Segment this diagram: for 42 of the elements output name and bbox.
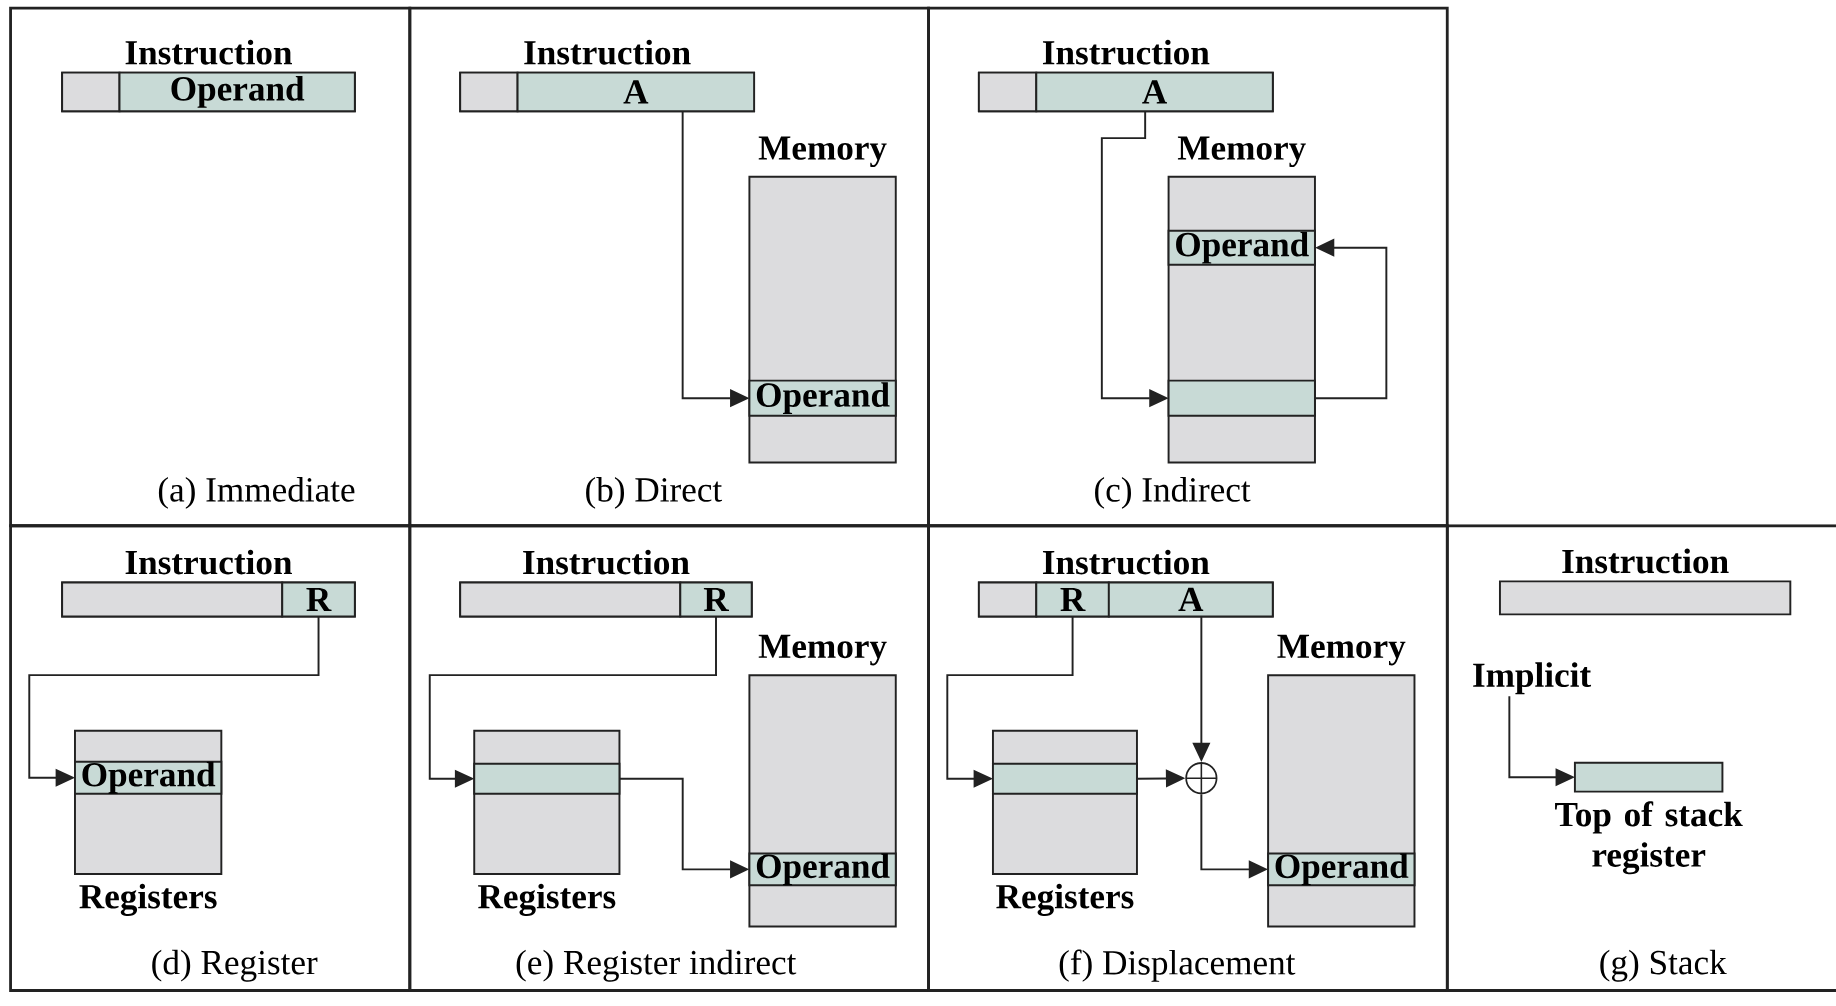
node-label: Instruction <box>523 549 690 575</box>
node-label: Memory <box>1177 136 1306 168</box>
node-label: Instruction <box>524 39 691 65</box>
instruction-field <box>61 581 284 618</box>
arrow <box>428 615 717 788</box>
instruction-field: Operand <box>118 71 356 113</box>
memory-cell: Operand <box>748 379 897 417</box>
instruction-field: R <box>1035 581 1110 618</box>
node-label: Memory <box>1277 634 1406 666</box>
node-label: Instruction <box>125 39 292 65</box>
memory-cell <box>1167 379 1316 417</box>
instruction-field: A <box>516 71 756 113</box>
adder-symbol <box>1185 762 1218 795</box>
node-label: Instruction <box>1042 39 1210 65</box>
arrow <box>28 615 320 787</box>
stack-register: Top of stack register <box>1555 761 1743 875</box>
instruction-bar: Instruction <box>1499 548 1792 616</box>
memory-cell: Operand <box>74 760 223 795</box>
instruction-field: R <box>679 581 753 618</box>
node-label: Instruction <box>1562 548 1729 574</box>
memory-cell <box>473 762 621 795</box>
instruction-field <box>459 71 519 113</box>
node-label: Memory <box>758 136 887 168</box>
instruction-field: A <box>1035 71 1274 113</box>
node-label: Memory <box>758 634 887 666</box>
implicit-label: Implicit <box>1473 662 1591 695</box>
node-label: Instruction <box>125 549 292 575</box>
node-label: Instruction <box>1042 549 1210 575</box>
arrow <box>946 615 1074 788</box>
node-label: Registers <box>79 883 217 916</box>
node-label: Registers <box>478 883 616 916</box>
memory-cell: Operand <box>1167 229 1316 266</box>
memory-cell: Operand <box>1267 852 1416 887</box>
instruction-field <box>459 581 682 618</box>
memory-cell <box>991 762 1138 795</box>
node-label: Registers <box>996 883 1134 916</box>
instruction-field <box>61 71 121 113</box>
instruction-field <box>977 71 1038 113</box>
node-label: Top of stack register <box>1555 801 1743 875</box>
instruction-field: R <box>281 581 356 618</box>
memory-cell: Operand <box>748 852 897 887</box>
instruction-field <box>977 581 1038 618</box>
